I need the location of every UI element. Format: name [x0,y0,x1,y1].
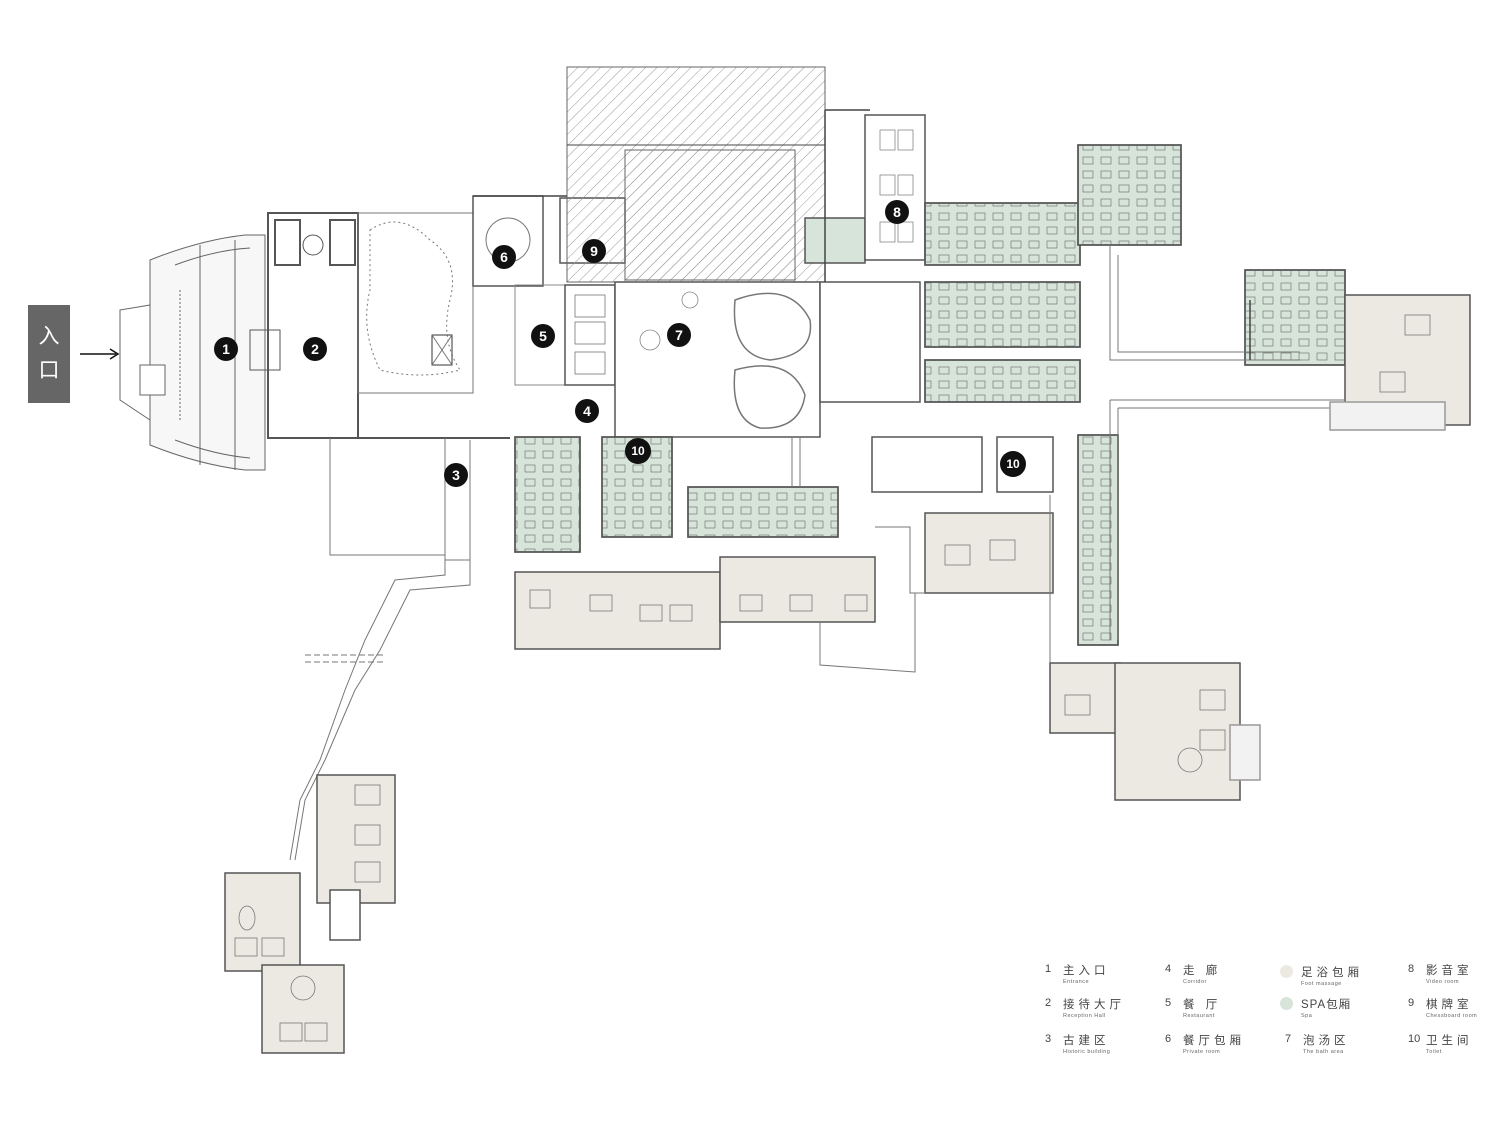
legend-label-en: Corridor [1183,979,1207,985]
foot-massage-swatch [1280,965,1293,978]
legend-number: 1 [1045,963,1052,975]
garden-courtyard [270,212,510,439]
legend: 1 主入口 Entrance 2 接待大厅 Reception Hall 3 古建区… [1040,962,1480,1062]
legend-label-en: Reception Hall [1063,1013,1106,1019]
legend-label-cn: 卫生间 [1426,1035,1473,1047]
legend-item-entrance: 1 主入口 Entrance [1045,962,1110,985]
legend-label-en: Entrance [1063,979,1090,985]
legend-label-cn: 接待大厅 [1063,999,1125,1011]
legend-label-en: The bath area [1303,1049,1344,1055]
legend-number: 3 [1045,1033,1052,1045]
legend-number: 4 [1165,963,1172,975]
legend-number: 5 [1165,997,1172,1009]
legend-label-en: Restaurant [1183,1013,1215,1019]
marker-private-room: 6 [492,245,516,269]
legend-label-cn: 影音室 [1426,965,1473,977]
legend-item-restaurant: 5 餐 厅 Restaurant [1165,996,1221,1019]
legend-label-cn: 餐厅包厢 [1183,1035,1245,1047]
legend-number: 9 [1408,997,1415,1009]
north-rooms [804,114,926,403]
legend-label-cn: 棋牌室 [1426,999,1473,1011]
legend-label-cn: 足浴包厢 [1301,967,1363,979]
entrance-label: 入 口 [28,305,70,403]
legend-item-private-room: 6 餐厅包厢 Private room [1165,1032,1245,1055]
legend-label-en: Historic building [1063,1049,1111,1055]
marker-restaurant: 5 [531,324,555,348]
entrance-arrow-icon [80,348,120,360]
legend-label-cn: 餐 厅 [1183,999,1222,1011]
historic-area [289,438,471,861]
marker-historic-building: 3 [444,463,468,487]
bath-area [614,281,821,438]
legend-label-en: Video room [1426,979,1460,985]
legend-label-cn: 泡汤区 [1303,1035,1350,1047]
marker-reception-hall: 2 [303,337,327,361]
legend-item-bath-area: 7 泡汤区 The bath area [1285,1032,1350,1055]
marker-entrance: 1 [214,337,238,361]
entrance-pavilion [119,234,266,471]
legend-item-spa: SPA包厢 Spa [1280,996,1351,1019]
legend-label-cn: 主入口 [1063,965,1110,977]
legend-number: 2 [1045,997,1052,1009]
legend-label-en: Spa [1301,1013,1313,1019]
legend-number: 6 [1165,1033,1172,1045]
marker-video-room: 8 [885,200,909,224]
central-rooms [871,436,1054,493]
marker-chessboard-room: 9 [582,239,606,263]
spa-rooms [514,144,1346,646]
legend-label-en: Private room [1183,1049,1221,1055]
legend-label-cn: SPA包厢 [1301,999,1352,1011]
legend-item-reception-hall: 2 接待大厅 Reception Hall [1045,996,1125,1019]
hatched-structure [566,66,826,283]
villa-southwest [224,774,396,1054]
entrance-label-line1: 入 [38,325,60,348]
marker-corridor: 4 [575,399,599,423]
entrance-label-line2: 口 [38,359,60,382]
legend-item-corridor: 4 走 廊 Corridor [1165,962,1221,985]
legend-item-toilet: 10 卫生间 Toilet [1408,1032,1473,1055]
legend-label-cn: 走 廊 [1183,965,1222,977]
spa-swatch [1280,997,1293,1010]
legend-label-cn: 古建区 [1063,1035,1110,1047]
legend-label-en: Chessboard room [1426,1013,1478,1019]
reception-hall [249,212,359,439]
marker-bath-area: 7 [667,323,691,347]
main-walls [473,109,1446,781]
legend-number: 7 [1285,1033,1292,1045]
legend-label-en: Foot massage [1301,981,1342,987]
marker-toilet-west: 10 [625,438,651,464]
marker-toilet-east: 10 [1000,451,1026,477]
legend-number: 8 [1408,963,1415,975]
legend-label-en: Toilet [1426,1049,1442,1055]
legend-item-chessboard-room: 9 棋牌室 Chessboard room [1408,996,1477,1019]
legend-item-foot-massage: 足浴包厢 Foot massage [1280,964,1363,987]
legend-item-video-room: 8 影音室 Video room [1408,962,1473,985]
corridors [791,245,1345,673]
legend-item-historic-building: 3 古建区 Historic building [1045,1032,1110,1055]
legend-number: 10 [1408,1033,1421,1045]
